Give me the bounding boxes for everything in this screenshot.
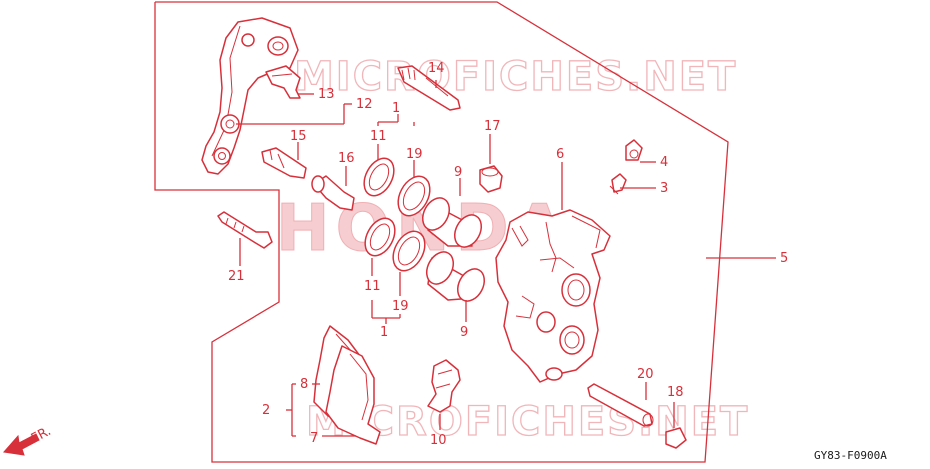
cap-17 — [479, 165, 503, 193]
callout-7: 7 — [310, 431, 318, 446]
pin-bolt-14 — [397, 65, 461, 111]
bleeder-cap-4 — [625, 139, 643, 161]
callout-19-top: 19 — [406, 147, 423, 162]
callout-6: 6 — [556, 147, 564, 162]
caliper-bracket — [201, 17, 299, 175]
callout-20: 20 — [637, 367, 654, 382]
callout-15: 15 — [290, 129, 307, 144]
front-arrow-icon — [3, 433, 40, 456]
callout-9-top: 9 — [454, 165, 462, 180]
boot-16 — [311, 175, 355, 211]
callout-18: 18 — [667, 385, 684, 400]
diagram-code: GY83-F0900A — [814, 449, 887, 462]
front-direction-indicator: FR. — [3, 424, 54, 456]
callout-1-bottom: 1 — [380, 325, 388, 340]
callout-9-bottom: 9 — [460, 325, 468, 340]
callout-11-bottom: 11 — [364, 279, 381, 294]
callout-21: 21 — [228, 269, 245, 284]
callout-14: 14 — [428, 61, 445, 76]
pin-20 — [587, 383, 654, 427]
callout-10: 10 — [430, 433, 447, 448]
callouts: 13 12 1 14 15 16 11 19 17 9 6 4 3 5 21 1… — [228, 61, 788, 448]
watermark-top: MICROFICHES.NET — [294, 54, 737, 100]
leader-lines — [236, 80, 776, 437]
callout-8: 8 — [300, 377, 308, 392]
seal-set-lower — [364, 217, 426, 272]
callout-3: 3 — [660, 181, 668, 196]
callout-16: 16 — [338, 151, 355, 166]
callout-17: 17 — [484, 119, 501, 134]
seal-set-upper — [363, 157, 431, 217]
callout-5: 5 — [780, 251, 788, 266]
pin-bolt-15 — [261, 147, 307, 179]
bleeder-valve-3 — [609, 173, 627, 195]
cap-18 — [665, 427, 687, 449]
callout-4: 4 — [660, 155, 668, 170]
callout-12: 12 — [356, 97, 373, 112]
callout-2: 2 — [262, 403, 270, 418]
callout-1-top: 1 — [392, 101, 400, 116]
bolt-21 — [217, 211, 273, 249]
piston-lower — [425, 251, 486, 302]
caliper-body — [495, 209, 611, 383]
piston-upper — [421, 197, 483, 248]
pad-spring-clip — [265, 65, 301, 99]
callout-13: 13 — [318, 87, 335, 102]
callout-11-top: 11 — [370, 129, 387, 144]
pad-spring-10 — [427, 359, 461, 413]
callout-19-bottom: 19 — [392, 299, 409, 314]
brake-pad-7 — [325, 345, 381, 445]
assembly-boundary — [154, 1, 729, 463]
